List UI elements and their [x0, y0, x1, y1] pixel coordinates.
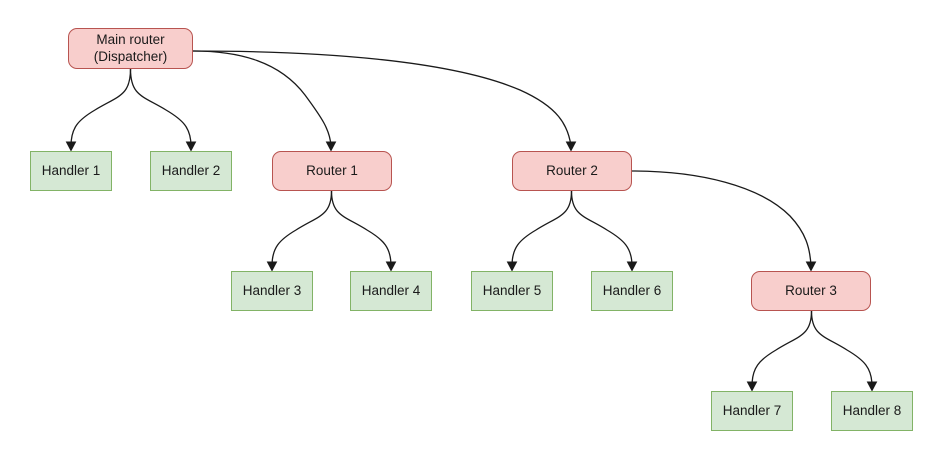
node-handler-8[interactable]: Handler 8	[831, 391, 913, 431]
arrow-handler-2-head	[185, 141, 197, 152]
edge-main-router1	[192, 50, 332, 147]
node-label-main-router: Main router (Dispatcher)	[93, 31, 168, 64]
node-label-router-3: Router 3	[785, 282, 837, 298]
edge-router1-handler3	[271, 190, 333, 267]
arrow-router-3-head	[805, 261, 817, 272]
node-main-router[interactable]: Main router (Dispatcher)	[68, 28, 193, 69]
node-label-handler-1: Handler 1	[41, 162, 101, 178]
edge-router2-router3	[631, 170, 812, 267]
node-label-handler-5: Handler 5	[482, 282, 542, 298]
arrow-handler-5-head	[506, 261, 518, 272]
edge-router1-handler4	[330, 190, 392, 267]
arrow-handler-4-head	[385, 261, 397, 272]
arrow-handler-7-head	[746, 381, 758, 392]
edge-router2-handler5	[511, 190, 573, 267]
edge-main-router2	[192, 50, 572, 147]
node-handler-4[interactable]: Handler 4	[350, 271, 432, 311]
node-handler-5[interactable]: Handler 5	[471, 271, 553, 311]
node-label-handler-8: Handler 8	[842, 402, 902, 418]
edge-main-handler1	[70, 68, 132, 147]
edge-main-handler2	[129, 68, 192, 147]
node-router-1[interactable]: Router 1	[272, 151, 392, 191]
arrow-handler-3-head	[266, 261, 278, 272]
node-router-3[interactable]: Router 3	[751, 271, 871, 311]
node-label-handler-6: Handler 6	[602, 282, 662, 298]
arrow-router-1-head	[325, 141, 337, 152]
node-router-2[interactable]: Router 2	[512, 151, 632, 191]
node-handler-1[interactable]: Handler 1	[30, 151, 112, 191]
node-handler-2[interactable]: Handler 2	[150, 151, 232, 191]
node-handler-7[interactable]: Handler 7	[711, 391, 793, 431]
node-label-handler-4: Handler 4	[361, 282, 421, 298]
node-handler-6[interactable]: Handler 6	[591, 271, 673, 311]
node-label-router-2: Router 2	[546, 162, 598, 178]
node-label-handler-2: Handler 2	[161, 162, 221, 178]
node-label-handler-7: Handler 7	[722, 402, 782, 418]
edge-router3-handler7	[751, 310, 813, 387]
node-handler-3[interactable]: Handler 3	[231, 271, 313, 311]
edge-router3-handler8	[810, 310, 873, 387]
arrow-handler-6-head	[626, 261, 638, 272]
arrow-router-2-head	[565, 141, 577, 152]
arrow-handler-8-head	[866, 381, 878, 392]
node-label-handler-3: Handler 3	[242, 282, 302, 298]
edge-router2-handler6	[570, 190, 633, 267]
arrow-handler-1-head	[65, 141, 77, 152]
node-label-router-1: Router 1	[306, 162, 358, 178]
